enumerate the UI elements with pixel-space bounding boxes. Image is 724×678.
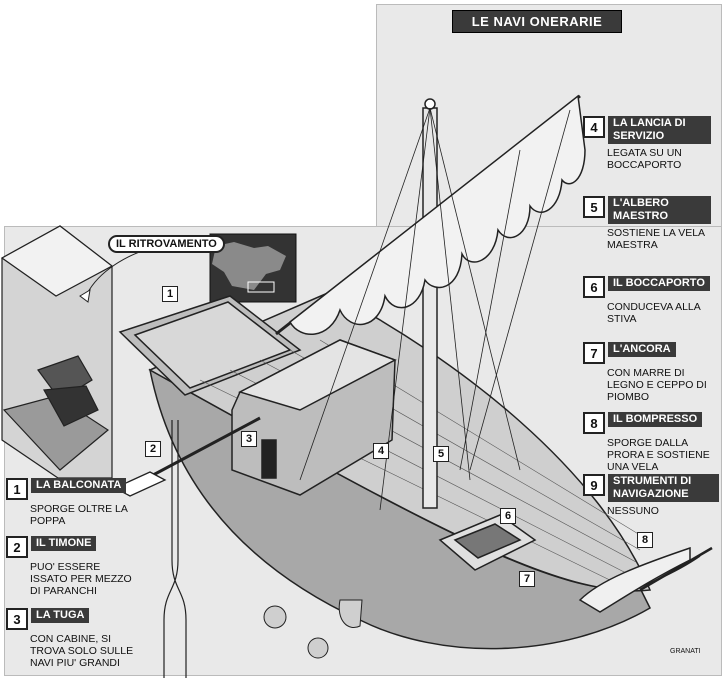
callout-title: IL BOCCAPORTO bbox=[608, 276, 710, 291]
callout-description: LEGATA SU UN BOCCAPORTO bbox=[607, 147, 682, 171]
marker-2: 2 bbox=[145, 441, 161, 457]
callout-number: 9 bbox=[583, 474, 605, 496]
discovery-label: IL RITROVAMENTO bbox=[108, 235, 225, 253]
callout-description: SPORGE DALLA PRORA E SOSTIENE UNA VELA bbox=[607, 437, 710, 473]
callout-title: L'ANCORA bbox=[608, 342, 676, 357]
marker-1: 1 bbox=[162, 286, 178, 302]
credit: GRANATI bbox=[670, 648, 701, 655]
marker-6: 6 bbox=[500, 508, 516, 524]
callout-number: 5 bbox=[583, 196, 605, 218]
callout-number: 2 bbox=[6, 536, 28, 558]
marker-3: 3 bbox=[241, 431, 257, 447]
callout-description: CON MARRE DI LEGNO E CEPPO DI PIOMBO bbox=[607, 367, 707, 403]
callout-number: 6 bbox=[583, 276, 605, 298]
marker-4: 4 bbox=[373, 443, 389, 459]
rudder bbox=[113, 416, 261, 497]
callout-number: 3 bbox=[6, 608, 28, 630]
anchor-jars bbox=[263, 599, 363, 659]
mast-and-sail bbox=[275, 94, 586, 511]
callout-description: CONDUCEVA ALLA STIVA bbox=[607, 301, 701, 325]
marker-5: 5 bbox=[433, 446, 449, 462]
callout-description: SPORGE OLTRE LA POPPA bbox=[30, 503, 128, 527]
wreck-site-cube bbox=[0, 225, 114, 479]
callout-number: 7 bbox=[583, 342, 605, 364]
page-title: LE NAVI ONERARIE bbox=[452, 10, 622, 33]
callout-title: IL TIMONE bbox=[31, 536, 97, 551]
callout-title: LA TUGA bbox=[31, 608, 90, 623]
callout-title: STRUMENTI DI NAVIGAZIONE bbox=[608, 474, 719, 502]
marker-7: 7 bbox=[519, 571, 535, 587]
marker-8: 8 bbox=[637, 532, 653, 548]
callout-title: LA BALCONATA bbox=[31, 478, 127, 493]
rope-decoration bbox=[163, 420, 187, 678]
callout-description: CON CABINE, SI TROVA SOLO SULLE NAVI PIU… bbox=[30, 633, 134, 669]
callout-description: PUO' ESSERE ISSATO PER MEZZO DI PARANCHI bbox=[30, 561, 132, 597]
callout-description: SOSTIENE LA VELA MAESTRA bbox=[607, 227, 705, 251]
callout-number: 1 bbox=[6, 478, 28, 500]
callout-title: IL BOMPRESSO bbox=[608, 412, 703, 427]
callout-description: NESSUNO bbox=[607, 505, 659, 517]
callout-title: L'ALBERO MAESTRO bbox=[608, 196, 711, 224]
callout-title: LA LANCIA DI SERVIZIO bbox=[608, 116, 711, 144]
bowsprit bbox=[639, 546, 713, 592]
callout-number: 8 bbox=[583, 412, 605, 434]
callout-number: 4 bbox=[583, 116, 605, 138]
